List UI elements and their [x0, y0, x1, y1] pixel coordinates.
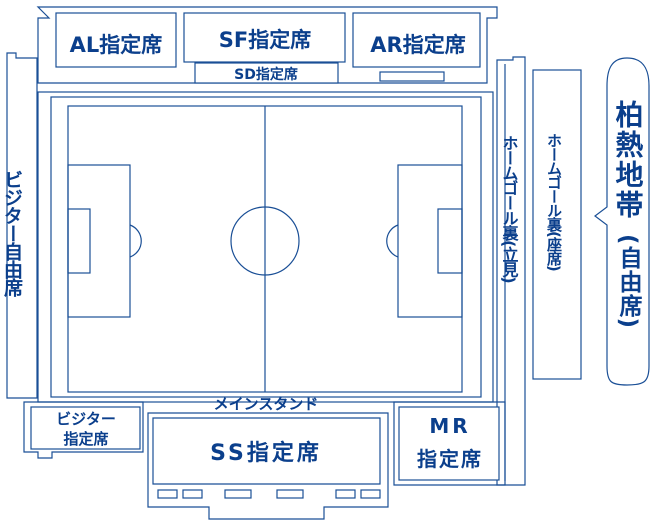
seat-area-ss[interactable] [147, 412, 389, 520]
seat-label-visitor-reserved-line1: ビジター [56, 410, 116, 428]
hakunetsu-callout[interactable] [594, 57, 650, 386]
hakunetsu-label: 柏熱地帯 [612, 100, 645, 220]
seat-label-home-goal-seat: ホームゴール裏(座席) [545, 133, 563, 271]
seat-area-al[interactable]: AL指定席 [55, 12, 177, 68]
seat-label-mr-line2: 指定席 [417, 447, 483, 471]
seat-area-visitor-free[interactable] [6, 52, 38, 399]
seat-area-sf[interactable]: SF指定席 [183, 12, 346, 63]
hakunetsu-sub-label: (自由席) [615, 234, 643, 329]
seat-label-al: AL指定席 [70, 33, 163, 57]
seat-label-visitor-reserved-line2: 指定席 [63, 430, 108, 448]
seat-label-sd: SD指定席 [234, 66, 298, 83]
seat-area-home-goal-seat[interactable] [532, 69, 582, 380]
pitch [37, 91, 494, 403]
seat-area-mr[interactable] [393, 401, 506, 486]
seat-label-ss: SS指定席 [210, 440, 322, 466]
seat-area-visitor-reserved[interactable] [23, 401, 144, 459]
seat-area-sd[interactable]: SD指定席 [194, 62, 339, 84]
main-stand-label: メインスタンド [214, 395, 319, 413]
seat-area-ar[interactable]: AR指定席 [352, 12, 481, 82]
seat-label-sf: SF指定席 [219, 28, 311, 52]
top-stand-block [36, 6, 498, 84]
seat-label-visitor-free: ビジター自由席 [1, 170, 23, 298]
seat-label-home-goal-standing: ホームゴール裏(立見) [500, 135, 520, 283]
seat-label-mr-line1: MR [429, 414, 470, 438]
seat-label-ar: AR指定席 [370, 33, 465, 57]
